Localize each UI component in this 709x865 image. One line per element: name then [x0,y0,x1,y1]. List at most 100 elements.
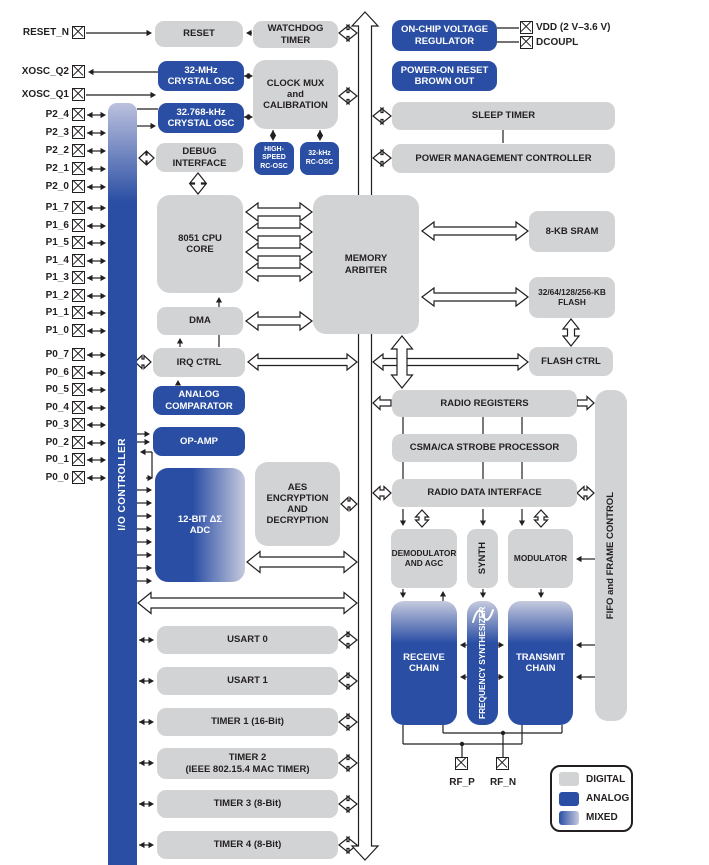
mixed-swatch-icon [559,810,579,825]
pin-rf-p [455,757,468,770]
pin-p1-3: P1_3 [5,271,85,284]
block-8kb-sram: 8-KB SRAM [529,211,615,252]
block-dma: DMA [157,307,243,335]
rf-n-label: RF_N [489,777,517,788]
block-timer1: TIMER 1 (16-Bit) [157,708,338,736]
pin-p2-4: P2_4 [5,108,85,121]
pad-icon [72,219,85,232]
legend-analog: ANALOG [559,791,631,806]
pin-p1-5: P1_5 [5,236,85,249]
sine-wave-icon [472,609,494,623]
pin-p1-2: P1_2 [5,289,85,302]
pad-icon [72,418,85,431]
block-usart0: USART 0 [157,626,338,654]
pad-icon [72,453,85,466]
pad-icon [520,21,533,34]
legend: DIGITAL ANALOG MIXED [550,765,633,832]
pin-p1-6: P1_6 [5,219,85,232]
pad-icon [72,26,85,39]
analog-swatch-icon [559,791,579,806]
pad-icon [72,436,85,449]
pin-p0-3: P0_3 [5,418,85,431]
pin-xosc-q1: XOSC_Q1 [5,88,85,101]
pad-icon [72,306,85,319]
pad-icon [72,65,85,78]
pad-icon [496,757,509,770]
legend-digital: DIGITAL [559,772,631,787]
block-radio-data-interface: RADIO DATA INTERFACE [392,479,577,507]
pad-icon [72,348,85,361]
pin-p2-2: P2_2 [5,144,85,157]
pad-icon [72,88,85,101]
pad-icon [72,108,85,121]
pad-icon [72,271,85,284]
pad-icon [72,289,85,302]
pin-dcoupl: DCOUPL [520,36,578,49]
block-irq-ctrl: IRQ CTRL [153,348,245,377]
block-synth: SYNTH [467,529,498,588]
pad-icon [72,324,85,337]
block-op-amp: OP-AMP [153,427,245,456]
pad-icon [72,162,85,175]
pad-icon [455,757,468,770]
io-controller-label: I/O CONTROLLER [117,437,128,531]
block-fifo-frame-control: FIFO and FRAME CONTROL [595,390,627,721]
pad-icon [72,401,85,414]
io-controller-bar: I/O CONTROLLER [108,103,137,865]
pad-icon [72,180,85,193]
pin-p0-5: P0_5 [5,383,85,396]
pin-vdd: VDD (2 V–3.6 V) [520,21,610,34]
block-power-management-controller: POWER MANAGEMENT CONTROLLER [392,144,615,173]
pad-icon [520,36,533,49]
legend-mixed: MIXED [559,810,631,825]
pad-icon [72,471,85,484]
block-timer4: TIMER 4 (8-Bit) [157,831,338,859]
pad-icon [72,366,85,379]
pin-p0-7: P0_7 [5,348,85,361]
pin-p0-4: P0_4 [5,401,85,414]
block-reset: RESET [155,21,243,47]
pin-p2-3: P2_3 [5,126,85,139]
block-sleep-timer: SLEEP TIMER [392,102,615,130]
block-timer3: TIMER 3 (8-Bit) [157,790,338,818]
pin-p0-0: P0_0 [5,471,85,484]
rf-p-label: RF_P [449,777,475,788]
pin-p2-1: P2_1 [5,162,85,175]
pin-p0-6: P0_6 [5,366,85,379]
block-csma-ca-strobe-processor: CSMA/CA STROBE PROCESSOR [392,434,577,462]
block-radio-registers: RADIO REGISTERS [392,390,577,417]
pin-reset-n: RESET_N [5,26,85,39]
pin-rf-n [496,757,509,770]
pin-p1-1: P1_1 [5,306,85,319]
pad-icon [72,236,85,249]
pin-p1-7: P1_7 [5,201,85,214]
block-modulator: MODULATOR [508,529,573,588]
pad-icon [72,383,85,396]
pad-icon [72,144,85,157]
pin-p0-1: P0_1 [5,453,85,466]
block-flash-ctrl: FLASH CTRL [529,347,613,376]
pin-p1-0: P1_0 [5,324,85,337]
pad-icon [72,254,85,267]
block-usart1: USART 1 [157,667,338,695]
pin-p2-0: P2_0 [5,180,85,193]
pin-p0-2: P0_2 [5,436,85,449]
pin-p1-4: P1_4 [5,254,85,267]
